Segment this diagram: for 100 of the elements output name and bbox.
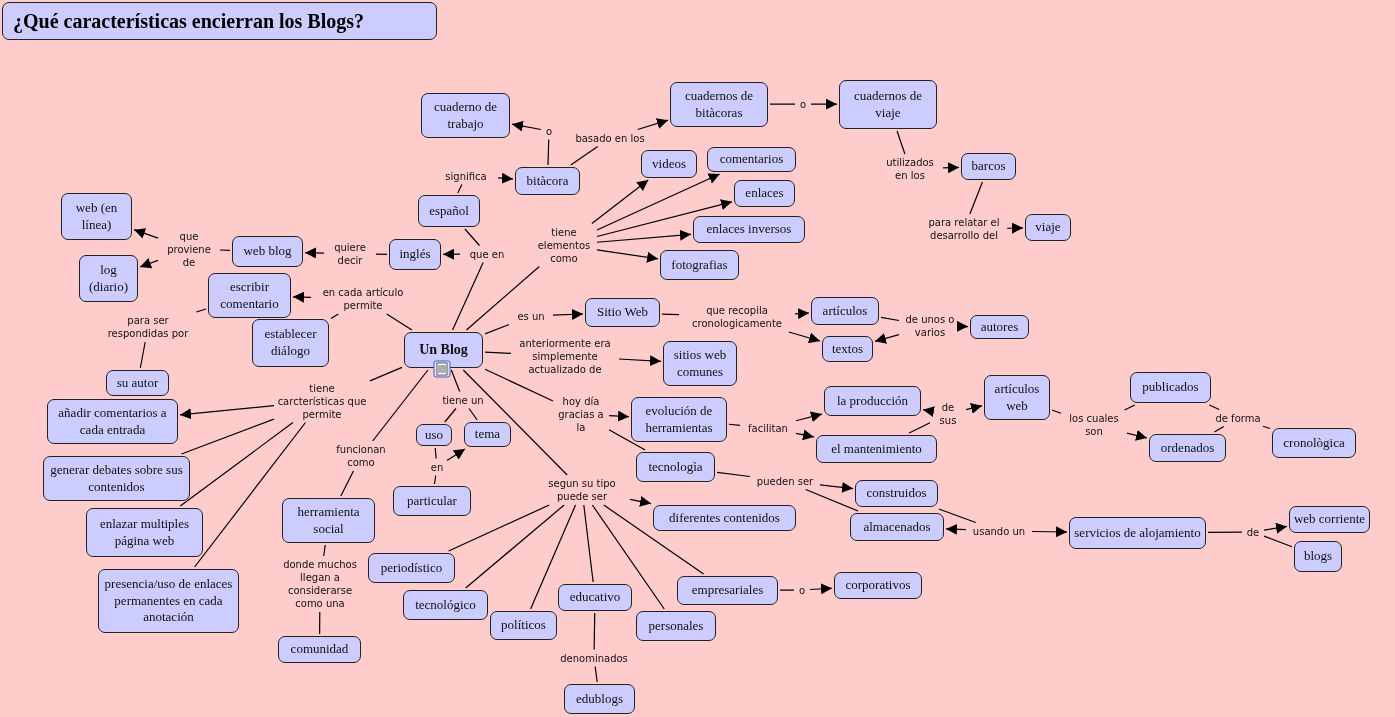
arrow <box>795 411 823 423</box>
connector-line <box>219 249 231 251</box>
connector-line <box>323 544 326 557</box>
concept-box: establecer diálogo <box>252 319 329 367</box>
concept-box: textos <box>822 336 873 362</box>
concept-box: cuaderno de trabajo <box>421 93 510 138</box>
concept-box: artículos <box>811 297 879 325</box>
arrow <box>1006 222 1024 234</box>
connector-line <box>372 369 429 442</box>
linking-phrase: o <box>796 583 808 597</box>
connector-line <box>434 447 437 460</box>
concept-box: ordenados <box>1149 434 1226 462</box>
arrow <box>292 291 312 303</box>
linking-phrase: tiene un <box>437 393 489 407</box>
connector-line <box>464 228 481 247</box>
connector-line <box>938 508 977 524</box>
connector-line <box>386 313 413 331</box>
connector-line <box>369 366 403 382</box>
concept-box: Un Blog <box>404 332 483 368</box>
concept-box: uso <box>416 424 452 446</box>
concept-box: evolución de herramientas <box>631 397 727 442</box>
arrow <box>956 320 969 332</box>
connector-line <box>969 181 983 215</box>
concept-box: cuadernos de bitàcoras <box>670 82 768 127</box>
concept-box: web corriente <box>1289 506 1370 533</box>
arrow <box>442 248 461 260</box>
connector-line <box>139 341 146 369</box>
arrow <box>965 403 983 414</box>
arrow <box>133 228 159 239</box>
linking-phrase: de <box>1244 525 1262 539</box>
linking-phrase: los cuales son <box>1063 412 1125 438</box>
concept-box: blogs <box>1294 541 1342 572</box>
concept-box: la producción <box>824 386 921 416</box>
linking-phrase: denominados <box>553 651 635 665</box>
title: ¿Qué características encierran los Blogs? <box>2 2 437 40</box>
connector-line <box>1262 425 1271 430</box>
connector-line <box>484 351 512 354</box>
arrow <box>446 448 466 462</box>
concept-box: particular <box>393 486 471 516</box>
concept-box: bitàcora <box>515 167 580 195</box>
connector-line <box>468 407 478 421</box>
connector-line <box>340 470 355 497</box>
connector-line <box>375 253 388 255</box>
arrow <box>795 429 815 441</box>
concept-box: tema <box>464 422 511 447</box>
linking-phrase: segun su tipo puede ser <box>536 477 628 503</box>
arrow <box>922 406 935 417</box>
connector-line <box>195 308 207 313</box>
concept-box: presencia/uso de enlaces permanentes en cada anotación <box>98 569 239 633</box>
connector-line <box>462 369 568 476</box>
concept-box: publicados <box>1130 372 1211 403</box>
concept-box: sitios web comunes <box>663 341 737 386</box>
concept-box: corporativos <box>834 572 922 599</box>
connector-line <box>603 504 705 575</box>
connector-line <box>465 504 565 589</box>
concept-box: herramienta social <box>282 498 375 543</box>
arrow <box>809 583 833 595</box>
concept-box: almacenados <box>850 513 944 541</box>
connector-line <box>1207 531 1243 533</box>
arrow <box>552 308 584 320</box>
arrow <box>497 172 514 184</box>
linking-phrase: de forma <box>1215 411 1261 425</box>
concept-box: log (diario) <box>79 255 138 302</box>
linking-phrase: quiere decir <box>326 241 374 267</box>
concept-box: políticos <box>490 611 557 640</box>
concept-box: web blog <box>232 236 303 267</box>
arrow <box>788 331 821 344</box>
connector-line <box>1124 404 1136 411</box>
linking-phrase: significa <box>436 169 496 183</box>
connector-line <box>661 313 680 316</box>
linking-phrase: en <box>429 460 445 474</box>
arrow <box>794 308 810 320</box>
arrow <box>819 481 854 493</box>
connector-line <box>880 316 900 322</box>
arrow <box>629 496 652 507</box>
linking-phrase: que recopila cronologicamente <box>681 304 793 330</box>
linking-phrase: basado en los <box>565 131 655 145</box>
connector-line <box>594 665 598 683</box>
concept-box: español <box>418 195 480 227</box>
concept-box: comentarios <box>707 147 796 172</box>
connector-line <box>716 471 751 478</box>
arrow <box>942 162 960 174</box>
connector-line <box>1051 409 1062 414</box>
arrow <box>304 247 325 259</box>
concept-box: barcos <box>961 153 1016 180</box>
linking-phrase: de unos o varios <box>901 313 959 339</box>
arrow <box>608 410 630 422</box>
linking-phrase: es un <box>511 309 551 323</box>
concept-box: comunidad <box>278 636 361 663</box>
linking-phrase: o <box>797 97 809 111</box>
concept-box: edublogs <box>564 684 635 714</box>
arrow <box>1126 430 1148 441</box>
concept-box: personales <box>636 611 716 641</box>
connector-line <box>180 418 275 455</box>
concept-box: cronològica <box>1272 428 1356 458</box>
linking-phrase: donde muchos llegan a considerarse como una <box>274 558 366 610</box>
arrow <box>945 523 967 535</box>
linking-phrase: que proviene de <box>160 229 218 269</box>
concept-box: el mantenimiento <box>816 435 937 463</box>
connector-line <box>769 103 796 105</box>
